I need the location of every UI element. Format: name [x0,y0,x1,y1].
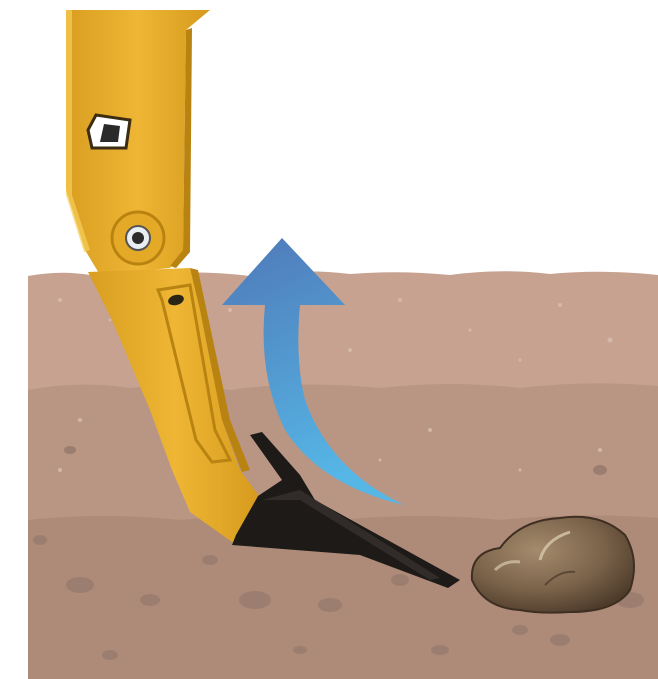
pivot-bolt-center [132,232,144,244]
